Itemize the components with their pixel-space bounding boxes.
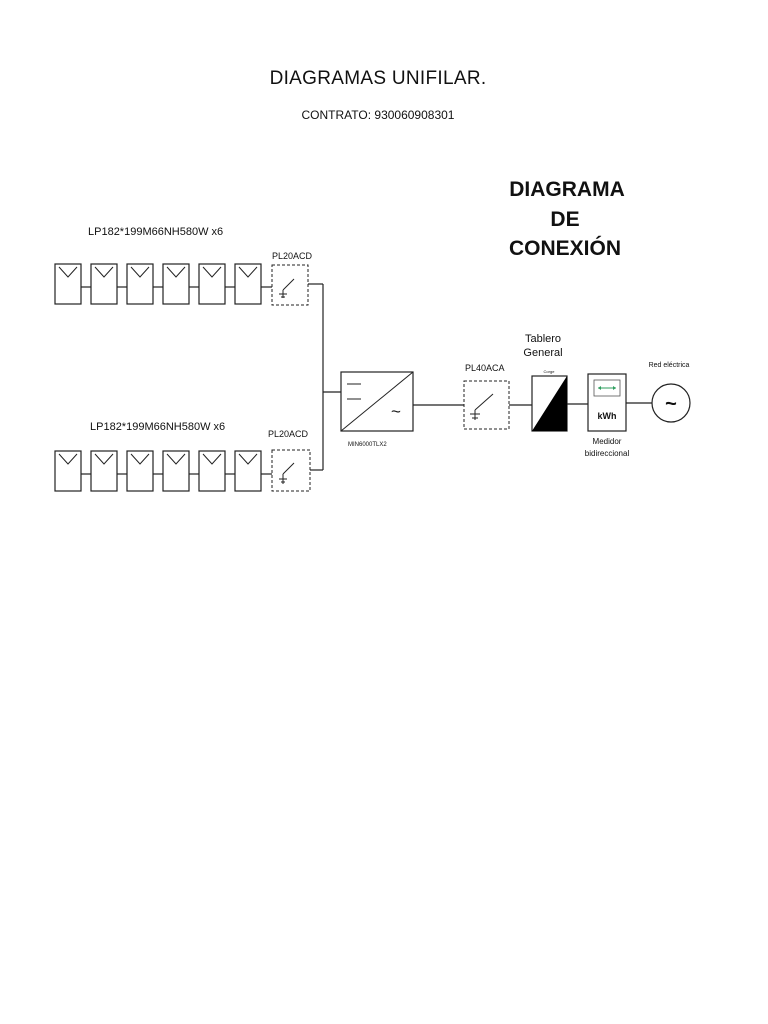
dc-protection-2: [271, 449, 311, 492]
meter-unit: kWh: [598, 411, 617, 421]
string-1-label: LP182*199M66NH580W x6: [88, 226, 223, 238]
diagram-heading-line3: CONEXIÓN: [509, 236, 621, 260]
pv-panel: [234, 263, 262, 305]
bidirectional-meter: kWh: [587, 373, 627, 432]
inverter-ac-symbol: ~: [391, 402, 401, 421]
pv-string-1: [54, 263, 272, 305]
pv-panel: [198, 263, 226, 305]
inverter-label: MIN6000TLX2: [348, 442, 387, 448]
pv-panel: [126, 450, 154, 492]
pv-panel: [126, 263, 154, 305]
pv-panel: [198, 450, 226, 492]
pv-panel: [162, 450, 190, 492]
ac-protection: [463, 380, 510, 430]
board-small-label: Corge: [544, 369, 556, 374]
string-2-label: LP182*199M66NH580W x6: [90, 421, 225, 433]
meter-label-line1: Medidor: [593, 437, 622, 446]
grid-label: Red eléctrica: [649, 362, 690, 369]
board-label-line2: General: [523, 347, 562, 359]
contract-number: CONTRATO: 930060908301: [301, 108, 455, 122]
diagram-heading-line2: DE: [550, 208, 579, 231]
pv-string-2: [54, 450, 272, 492]
pv-panel: [234, 450, 262, 492]
inverter: ~: [340, 371, 414, 432]
pv-panel: [90, 450, 118, 492]
pv-panel: [90, 263, 118, 305]
grid-symbol: ~: [651, 383, 691, 423]
dc-protection-1: [271, 264, 309, 306]
grid-ac-symbol: ~: [665, 393, 677, 415]
pv-panel: [54, 450, 82, 492]
general-board: [531, 375, 568, 432]
pv-panel: [54, 263, 82, 305]
ac-protection-label: PL40ACA: [465, 363, 505, 373]
pv-panel: [162, 263, 190, 305]
dc-protection-1-label: PL20ACD: [272, 251, 313, 261]
diagram-heading-line1: DIAGRAMA: [509, 178, 625, 201]
page-title: DIAGRAMAS UNIFILAR.: [269, 68, 487, 89]
meter-label-line2: bidireccional: [585, 449, 630, 458]
dc-wiring: [308, 283, 341, 471]
dc-protection-2-label: PL20ACD: [268, 429, 309, 439]
board-label-line1: Tablero: [525, 333, 561, 345]
